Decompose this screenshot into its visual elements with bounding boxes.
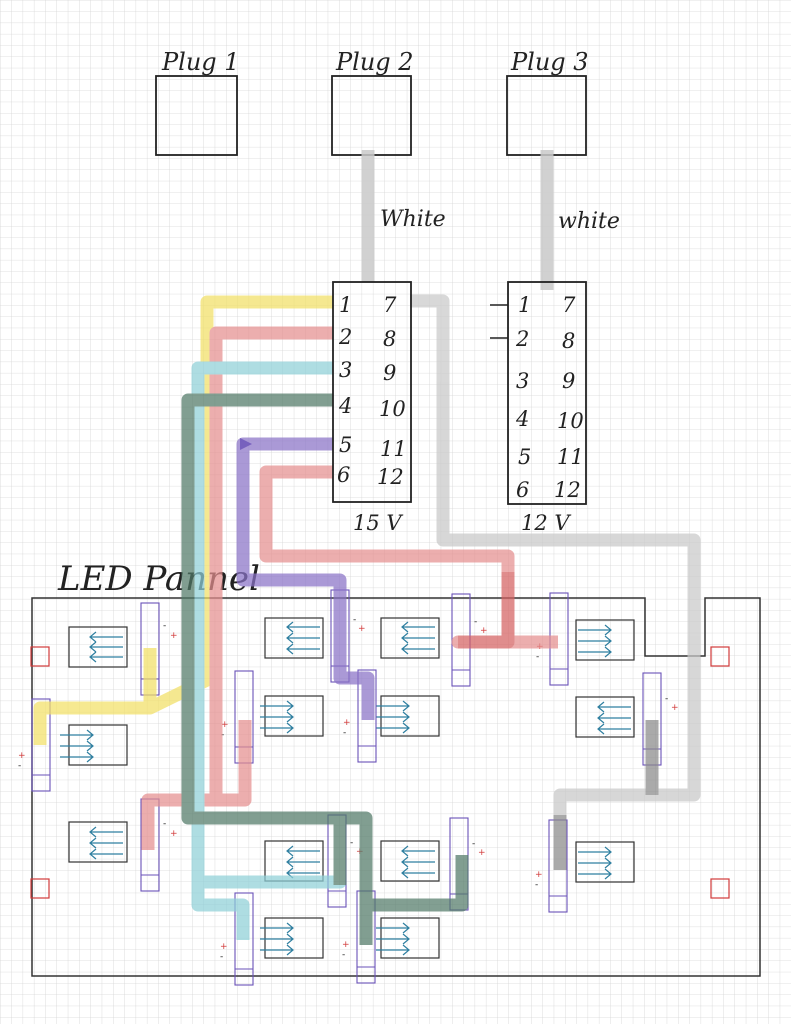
wire-end-marker <box>240 438 252 450</box>
svg-text:-: - <box>163 819 166 829</box>
svg-text:-: - <box>665 694 668 704</box>
pin-3: 3 <box>339 358 352 382</box>
pin-3: 3 <box>516 369 529 393</box>
svg-text:+: + <box>535 870 543 880</box>
svg-text:-: - <box>342 950 345 960</box>
pin-6: 6 <box>516 478 529 502</box>
led-module <box>575 841 635 883</box>
plug-1-label: Plug 1 <box>161 48 240 76</box>
mount-hole-tl <box>30 646 50 667</box>
wire-gray-pin7 <box>410 294 701 870</box>
svg-text:-: - <box>343 728 346 738</box>
svg-text:+: + <box>342 940 350 950</box>
wire-darkgreen-pin4 <box>181 393 469 945</box>
led-module <box>376 917 440 959</box>
pin-4: 4 <box>515 407 529 431</box>
svg-text:+: + <box>480 626 488 636</box>
wire-darkgray-driver <box>553 720 659 870</box>
led-module <box>68 821 128 863</box>
mount-hole-tr <box>710 646 730 667</box>
plug-1: Plug 1 <box>155 48 240 156</box>
wire-label-white-3: white <box>558 209 620 234</box>
connector-12v: 1 2 3 4 5 6 7 8 9 10 11 12 12 V <box>490 281 587 535</box>
led-module <box>575 696 635 738</box>
led-module <box>68 626 128 668</box>
pin-11: 11 <box>557 445 584 469</box>
led-module <box>575 619 635 661</box>
svg-text:+: + <box>478 848 486 858</box>
svg-text:+: + <box>170 631 178 641</box>
pin-11: 11 <box>380 437 407 461</box>
pin-2: 2 <box>515 327 529 351</box>
driver <box>357 669 377 763</box>
voltage-15v: 15 V <box>353 511 403 535</box>
wire-red-pin6 <box>259 465 558 649</box>
plug-3-label: Plug 3 <box>510 48 589 76</box>
pin-1: 1 <box>518 293 531 317</box>
led-module <box>380 840 440 882</box>
pin-12: 12 <box>377 465 404 489</box>
svg-text:-: - <box>163 621 166 631</box>
svg-text:-: - <box>535 880 538 890</box>
wire-label-white-2: White <box>380 207 446 232</box>
mount-hole-bl <box>30 878 50 899</box>
led-module <box>260 917 324 959</box>
pin-9: 9 <box>383 361 396 385</box>
pin-1: 1 <box>339 293 352 317</box>
led-panel: LED Pannel <box>30 559 761 977</box>
pin-8: 8 <box>383 327 396 351</box>
pin-10: 10 <box>557 409 584 433</box>
pin-8: 8 <box>562 329 575 353</box>
svg-text:+: + <box>671 703 679 713</box>
svg-text:-: - <box>353 615 356 625</box>
svg-text:+: + <box>343 718 351 728</box>
pin-5: 5 <box>339 433 352 457</box>
svg-text:-: - <box>18 761 21 771</box>
voltage-12v: 12 V <box>521 511 571 535</box>
driver <box>234 892 254 986</box>
wire-darkred-segment <box>458 572 515 649</box>
led-module <box>380 617 440 659</box>
svg-text:+: + <box>220 942 228 952</box>
led-panel-label: LED Pannel <box>57 559 260 599</box>
led-module <box>376 695 440 737</box>
led-module <box>60 724 128 766</box>
pin-9: 9 <box>562 369 575 393</box>
wire-yellow-pin1 <box>33 295 333 745</box>
svg-text:-: - <box>474 617 477 627</box>
pin-12: 12 <box>554 478 581 502</box>
led-module <box>260 695 324 737</box>
pin-4: 4 <box>338 394 352 418</box>
pin-7: 7 <box>383 293 397 317</box>
svg-text:+: + <box>170 829 178 839</box>
pin-5: 5 <box>518 445 531 469</box>
svg-text:-: - <box>220 952 223 962</box>
led-module <box>264 617 324 659</box>
svg-text:-: - <box>350 838 353 848</box>
plug-2-label: Plug 2 <box>335 48 414 76</box>
driver <box>31 698 51 792</box>
svg-text:-: - <box>221 730 224 740</box>
svg-text:+: + <box>358 624 366 634</box>
pin-6: 6 <box>337 463 350 487</box>
pin-7: 7 <box>562 293 576 317</box>
driver-terminals: -+ +- -+ +- -+ +- -+ +- -+ -+ -+ +- +- +… <box>18 615 679 962</box>
svg-text:-: - <box>536 652 539 662</box>
pin-10: 10 <box>379 397 406 421</box>
led-modules <box>60 617 635 959</box>
svg-text:-: - <box>472 839 475 849</box>
svg-text:+: + <box>18 751 26 761</box>
pin-2: 2 <box>338 325 352 349</box>
connector-15v: 1 2 3 4 5 6 7 8 9 10 11 12 15 V <box>332 281 412 535</box>
mount-hole-br <box>710 878 730 899</box>
wire-red-pin2 <box>141 326 333 850</box>
svg-text:+: + <box>221 720 229 730</box>
